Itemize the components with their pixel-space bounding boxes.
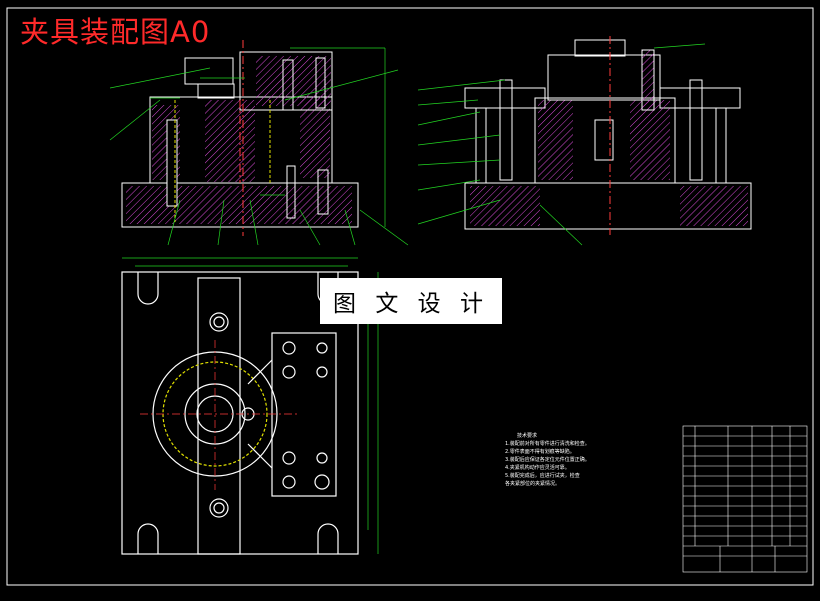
- drawing-title: 夹具装配图A0: [20, 15, 211, 49]
- title-block: [682, 425, 808, 573]
- drawing-border: [6, 7, 814, 586]
- note-line: 2.零件表面不得有划痕等缺陷。: [505, 449, 575, 455]
- notes-heading: 技术要求: [517, 433, 538, 439]
- side-view: [417, 36, 752, 246]
- note-line: 4.夹紧机构动作应灵活可靠。: [505, 465, 570, 471]
- front-view: [109, 40, 409, 246]
- note-line: 5.装配完成后，应进行试夹，检查: [505, 473, 580, 479]
- note-line: 3.装配后应保证各定位元件位置正确。: [505, 457, 590, 463]
- technical-notes: 技术要求 1.装配前对所有零件进行清洗和检查。 2.零件表面不得有划痕等缺陷。 …: [505, 432, 590, 488]
- top-view: [121, 257, 379, 555]
- note-line: 1.装配前对所有零件进行清洗和检查。: [505, 441, 590, 447]
- watermark-stamp: 图 文 设 计: [320, 278, 502, 324]
- note-line: 各夹紧部位的夹紧情况。: [505, 481, 561, 487]
